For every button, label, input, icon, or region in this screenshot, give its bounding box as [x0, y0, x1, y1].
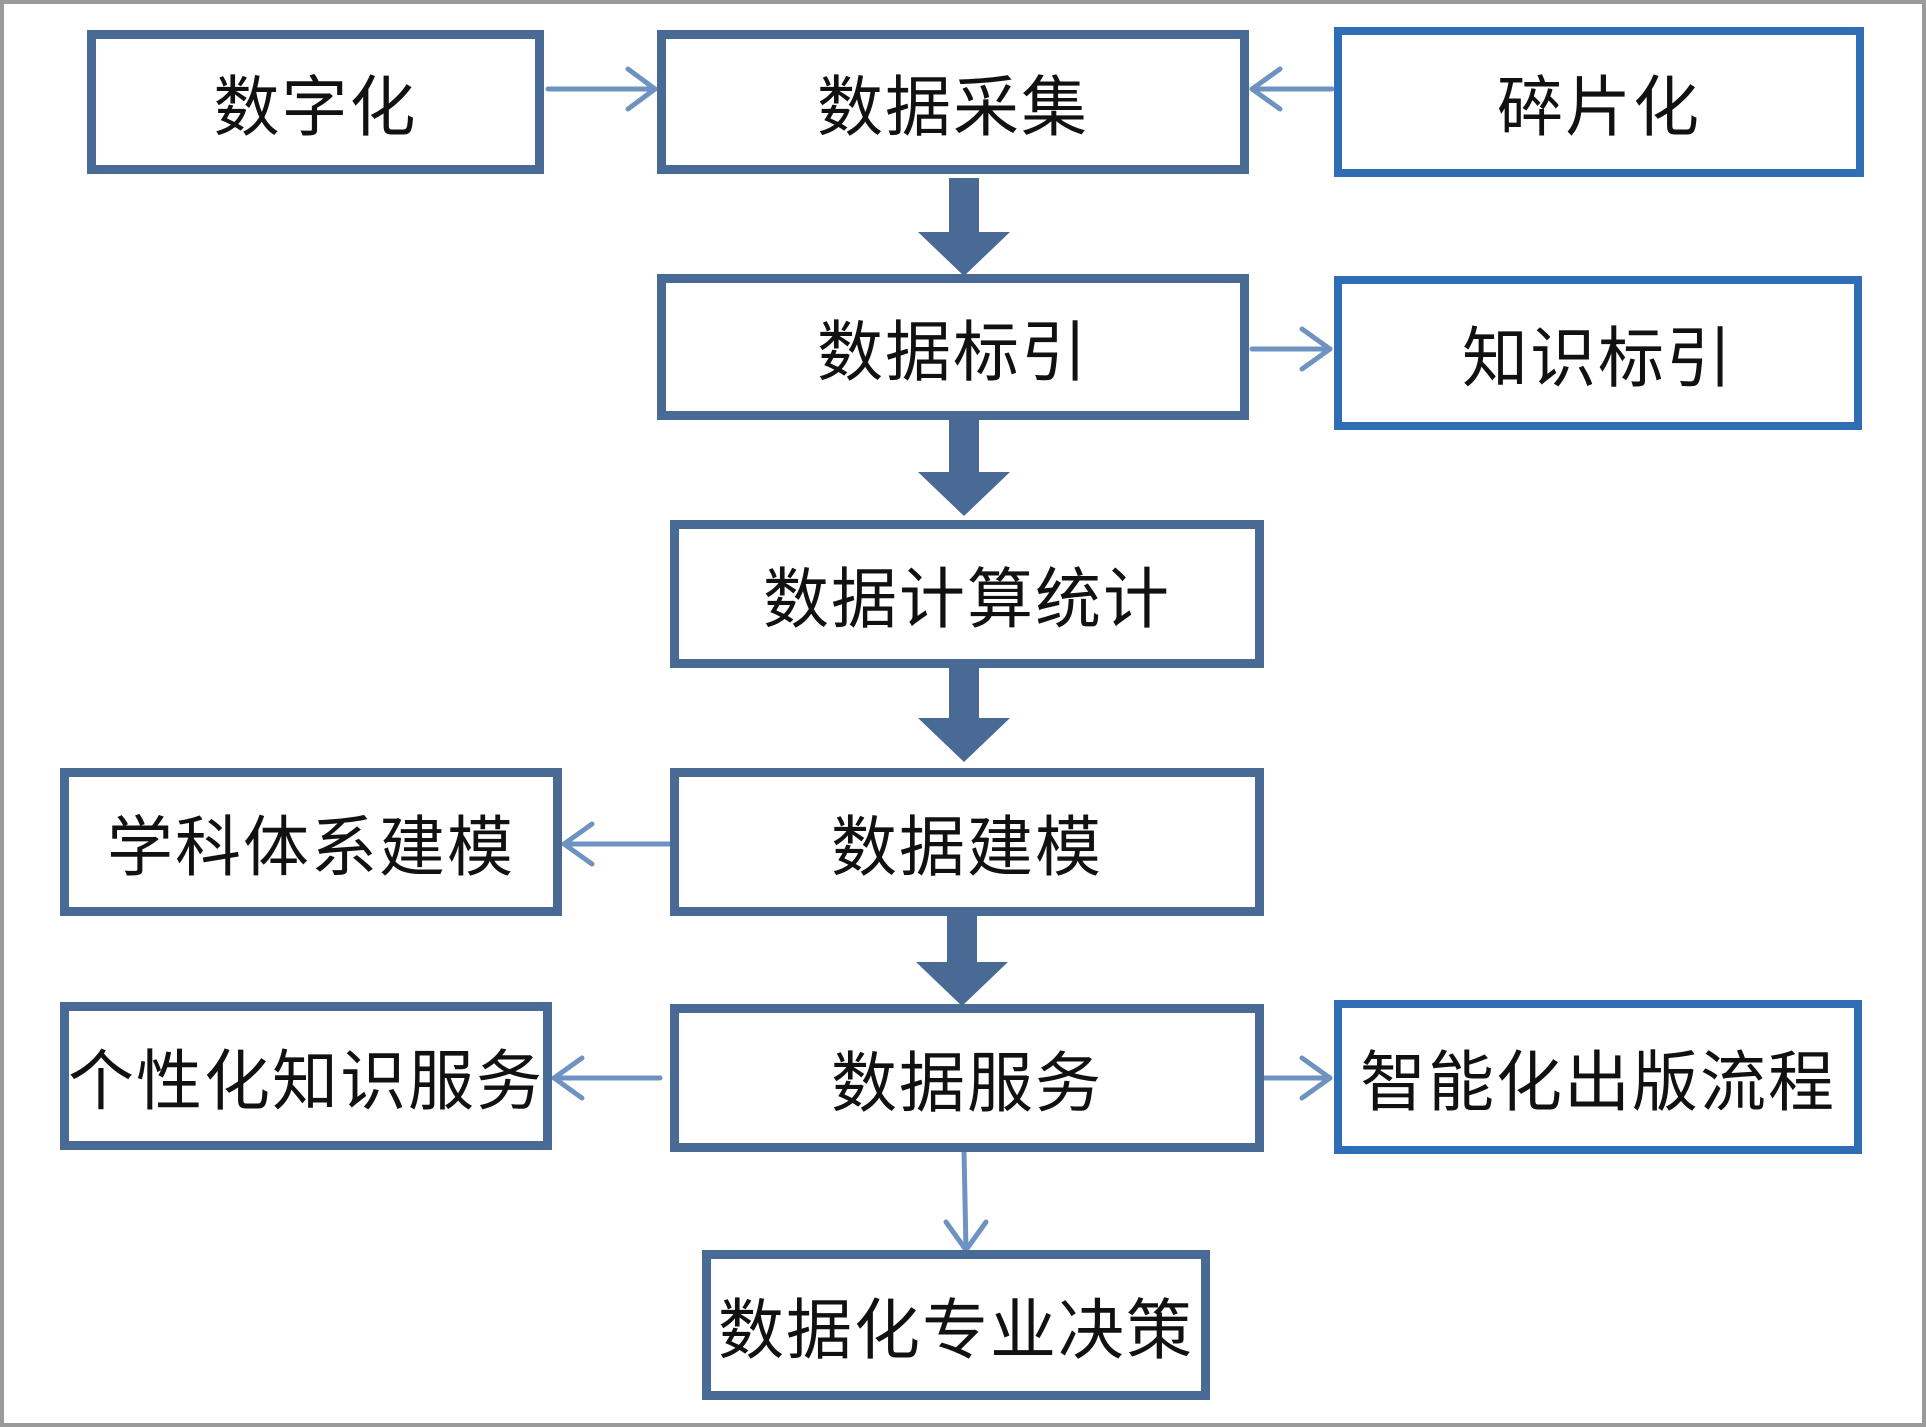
node-knowledge-indexing: 知识标引 — [1334, 276, 1862, 430]
node-personalized-service: 个性化知识服务 — [60, 1002, 552, 1150]
edge-digitize-to-data-collection — [545, 66, 658, 112]
node-discipline-modeling: 学科体系建模 — [60, 768, 562, 916]
edge-data-service-to-professional-decision — [943, 1147, 989, 1253]
edge-data-computation-to-data-modeling — [918, 668, 1010, 762]
edge-data-indexing-to-knowledge-indexing — [1249, 326, 1333, 372]
node-digitize: 数字化 — [87, 30, 544, 174]
node-data-service: 数据服务 — [670, 1004, 1264, 1152]
edge-data-collection-to-data-indexing — [918, 178, 1010, 276]
edge-data-modeling-to-discipline-modeling — [561, 821, 673, 867]
edge-data-service-to-personalized-service — [551, 1055, 663, 1101]
node-professional-decision: 数据化专业决策 — [702, 1250, 1210, 1400]
node-data-collection: 数据采集 — [657, 30, 1249, 174]
edge-data-indexing-to-data-computation — [918, 420, 1010, 516]
node-data-modeling: 数据建模 — [670, 768, 1264, 916]
node-smart-publishing: 智能化出版流程 — [1334, 1000, 1862, 1154]
node-data-indexing: 数据标引 — [657, 274, 1249, 420]
edge-data-service-to-smart-publishing — [1259, 1055, 1333, 1101]
edge-fragmentation-to-data-collection — [1249, 66, 1335, 112]
edge-data-modeling-to-data-service — [916, 912, 1008, 1006]
node-data-computation: 数据计算统计 — [670, 520, 1264, 668]
node-fragmentation: 碎片化 — [1334, 27, 1864, 177]
